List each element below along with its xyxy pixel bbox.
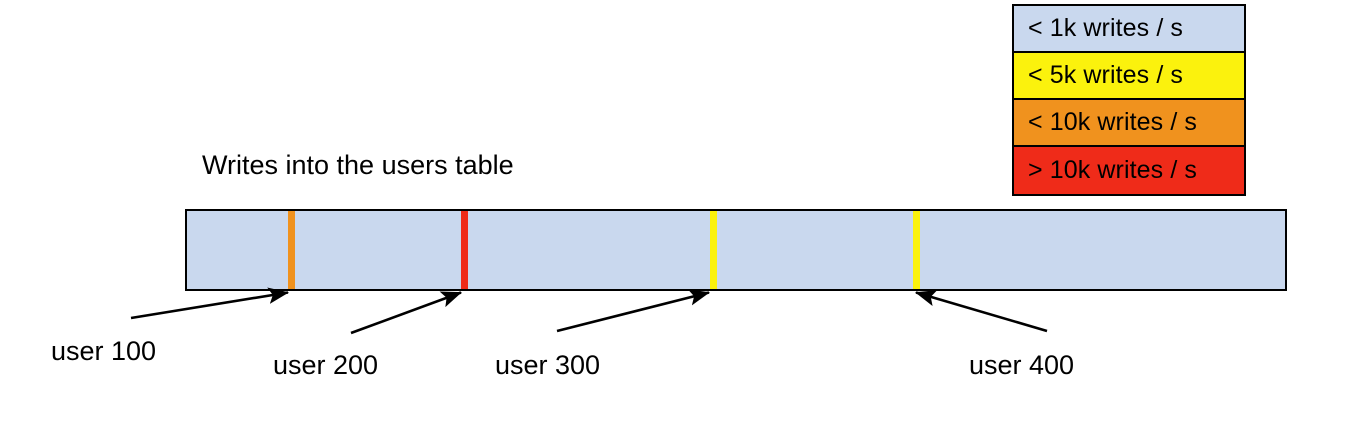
legend-item-lt-1k[interactable]: < 1k writes / s [1014,6,1244,53]
chart-title: Writes into the users table [202,150,514,180]
callout-label-user-200: user 200 [273,350,379,380]
arrow-user-400 [915,290,1048,333]
callout-label-user-300: user 300 [495,350,601,380]
marker-stripe-user-400 [913,211,920,289]
arrow-user-100 [130,287,290,320]
arrow-user-200 [350,291,462,335]
arrow-user-300 [556,289,711,333]
legend-item-lt-10k[interactable]: < 10k writes / s [1014,100,1244,147]
legend-item-label: < 10k writes / s [1028,108,1198,136]
callout-label-user-100: user 100 [51,336,157,366]
marker-stripe-user-200 [461,211,468,289]
callout-label-user-400: user 400 [969,350,1075,380]
legend-item-label: > 10k writes / s [1028,156,1198,184]
marker-stripe-user-100 [288,211,295,289]
legend-item-gt-10k[interactable]: > 10k writes / s [1014,147,1244,194]
legend-item-label: < 1k writes / s [1028,14,1184,42]
users-table-range-bar [185,209,1287,291]
marker-stripe-user-300 [710,211,717,289]
legend-item-lt-5k[interactable]: < 5k writes / s [1014,53,1244,100]
legend-item-label: < 5k writes / s [1028,61,1184,89]
legend: < 1k writes / s < 5k writes / s < 10k wr… [1012,4,1246,196]
